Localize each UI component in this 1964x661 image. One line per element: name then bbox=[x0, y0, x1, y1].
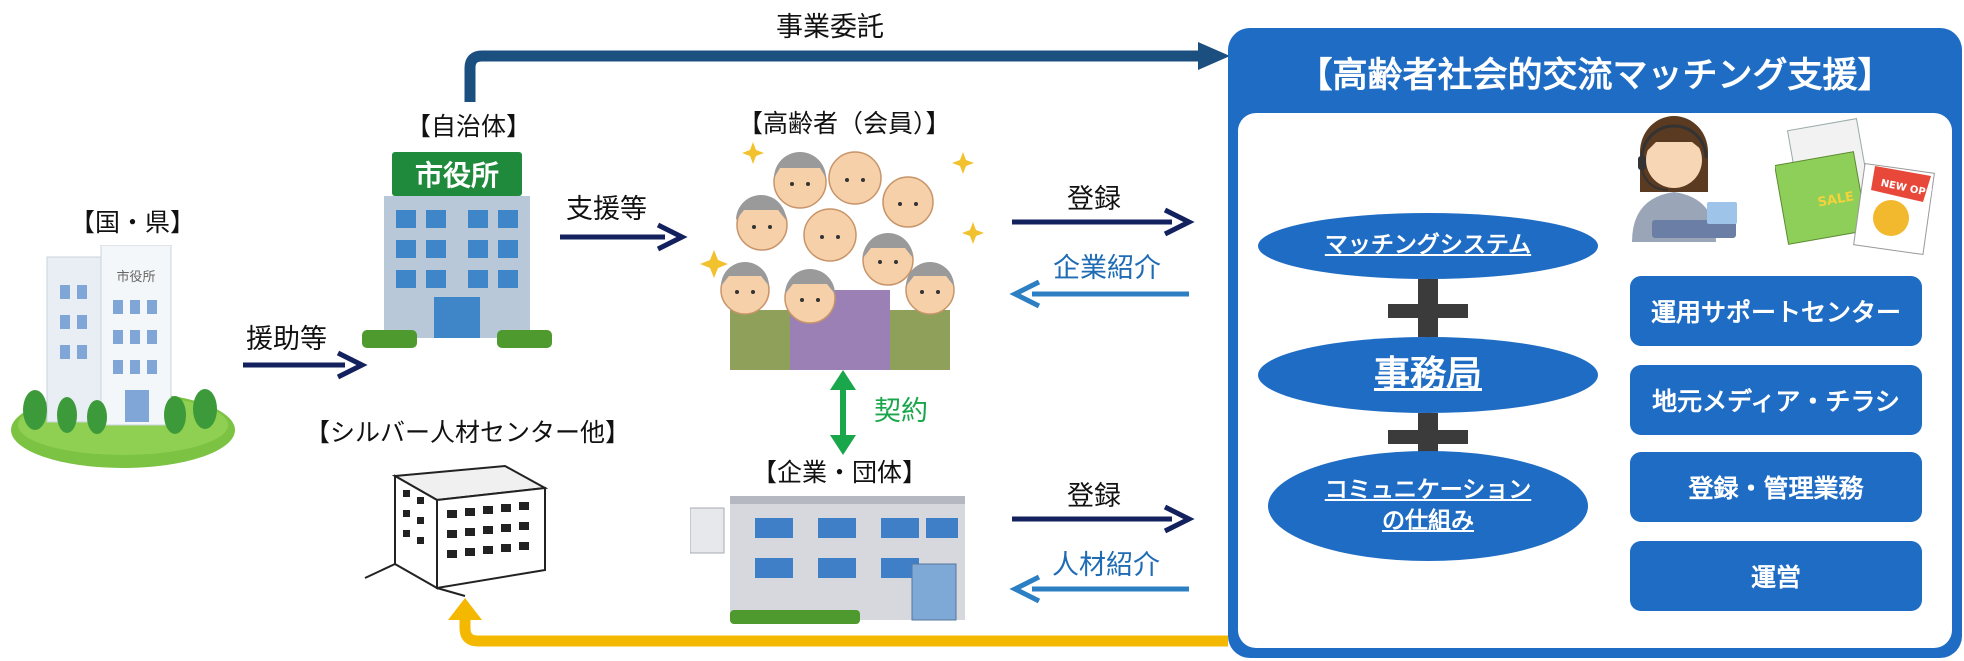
service-operation: 運営 bbox=[1630, 541, 1922, 611]
plus-icon-lower-h bbox=[1388, 430, 1468, 444]
silver-center-label: 【シルバー人材センター他】 bbox=[305, 418, 631, 447]
elderly-group-illustration bbox=[700, 142, 984, 370]
service-label: 登録・管理業務 bbox=[1688, 474, 1864, 503]
outsourcing-arrow bbox=[464, 42, 1230, 102]
company-intro-label: 企業紹介 bbox=[1053, 253, 1161, 284]
silver-center-building-illustration bbox=[364, 464, 549, 597]
contract-label: 契約 bbox=[874, 396, 928, 427]
service-label: 地元メディア・チラシ bbox=[1652, 387, 1900, 416]
company-intro-arrow bbox=[1009, 279, 1189, 309]
company-building-illustration bbox=[690, 496, 965, 624]
municipality-label: 【自治体】 bbox=[406, 112, 532, 141]
service-label: 運営 bbox=[1750, 563, 1801, 592]
companies-label: 【企業・団体】 bbox=[752, 458, 928, 487]
svg-text:市役所: 市役所 bbox=[415, 159, 499, 192]
service-local-media-flyers: 地元メディア・チラシ bbox=[1630, 365, 1922, 435]
svg-text:SALE: SALE bbox=[1817, 189, 1856, 210]
panel-title: 【高齢者社会的交流マッチング支援】 bbox=[1297, 56, 1893, 96]
subsidy-arrow bbox=[243, 350, 368, 380]
support-arrow bbox=[560, 222, 688, 252]
contract-arrow bbox=[830, 370, 856, 455]
city-hall-illustration: 市役所 bbox=[362, 152, 552, 348]
plus-icon-upper-h bbox=[1388, 304, 1468, 318]
flyer-illustration: SALE NEW OPEN bbox=[1775, 118, 1935, 256]
service-label: 運用サポートセンター bbox=[1650, 298, 1901, 327]
register-top-label: 登録 bbox=[1067, 184, 1121, 215]
country-building-illustration: 市役所 bbox=[11, 245, 235, 468]
subsidy-label: 援助等 bbox=[246, 324, 327, 355]
service-registration-management: 登録・管理業務 bbox=[1630, 452, 1922, 522]
register-bottom-arrow bbox=[1012, 504, 1195, 534]
matching-system-text: マッチングシステム bbox=[1324, 232, 1532, 259]
elderly-label: 【高齢者（会員）】 bbox=[738, 109, 951, 138]
register-top-arrow bbox=[1012, 207, 1195, 237]
secretariat-text: 事務局 bbox=[1373, 353, 1482, 395]
operator-illustration bbox=[1632, 116, 1737, 242]
communication-text-1: コミュニケーション bbox=[1324, 476, 1532, 503]
support-label: 支援等 bbox=[566, 194, 647, 225]
country-pref-label: 【国・県】 bbox=[70, 208, 196, 237]
return-arrow bbox=[448, 598, 1228, 647]
secretariat-oval: 事務局 bbox=[1258, 337, 1598, 413]
service-operation-support-center: 運用サポートセンター bbox=[1630, 276, 1922, 346]
staff-intro-label: 人材紹介 bbox=[1052, 550, 1160, 581]
staff-intro-arrow bbox=[1009, 574, 1189, 604]
communication-text-2: の仕組み bbox=[1382, 508, 1474, 534]
register-bottom-label: 登録 bbox=[1067, 481, 1121, 512]
matching-system-oval: マッチングシステム bbox=[1258, 213, 1598, 279]
communication-oval: コミュニケーション の仕組み bbox=[1268, 451, 1588, 561]
svg-text:市役所: 市役所 bbox=[116, 269, 155, 285]
outsourcing-label: 事業委託 bbox=[776, 12, 884, 43]
